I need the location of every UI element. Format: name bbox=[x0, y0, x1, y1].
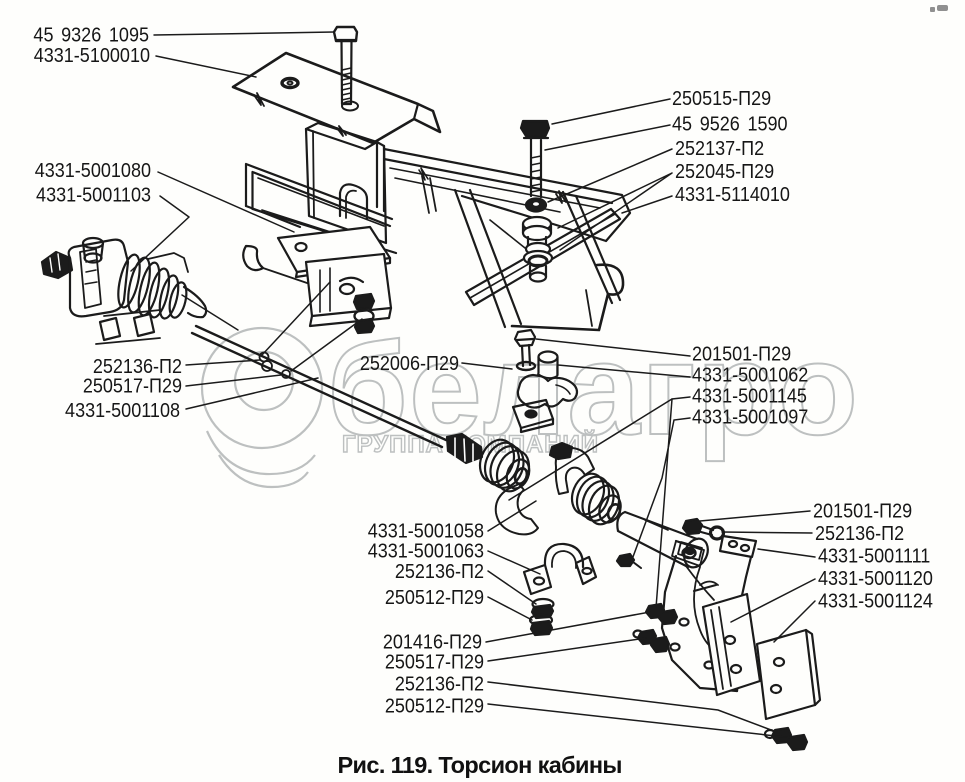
svg-text:250517-П29: 250517-П29 bbox=[385, 652, 484, 674]
svg-text:201501-П29: 201501-П29 bbox=[692, 344, 791, 366]
svg-text:4331-5001111: 4331-5001111 bbox=[818, 546, 930, 568]
svg-text:252136-П2: 252136-П2 bbox=[395, 561, 484, 583]
svg-text:Рис. 119. Торсион кабины: Рис. 119. Торсион кабины bbox=[338, 752, 623, 778]
svg-text:4331-5001124: 4331-5001124 bbox=[818, 591, 933, 613]
svg-text:250515-П29: 250515-П29 bbox=[672, 88, 771, 110]
svg-text:252045-П29: 252045-П29 bbox=[675, 161, 774, 183]
svg-text:252136-П2: 252136-П2 bbox=[93, 356, 182, 378]
svg-text:252136-П2: 252136-П2 bbox=[815, 523, 904, 545]
svg-text:252137-П2: 252137-П2 bbox=[675, 138, 764, 160]
svg-text:250512-П29: 250512-П29 bbox=[385, 587, 484, 609]
svg-text:45 9326 1095: 45 9326 1095 bbox=[33, 25, 149, 47]
svg-text:4331-5114010: 4331-5114010 bbox=[675, 184, 790, 206]
svg-text:250517-П29: 250517-П29 bbox=[83, 376, 182, 398]
svg-text:4331-5001108: 4331-5001108 bbox=[65, 400, 180, 422]
svg-text:4331-5001103: 4331-5001103 bbox=[36, 185, 151, 207]
svg-text:4331-5001058: 4331-5001058 bbox=[368, 521, 484, 543]
svg-text:252136-П2: 252136-П2 bbox=[395, 674, 484, 696]
svg-text:201501-П29: 201501-П29 bbox=[813, 501, 912, 523]
svg-text:201416-П29: 201416-П29 bbox=[383, 632, 482, 654]
svg-text:4331-5001062: 4331-5001062 bbox=[692, 365, 808, 387]
svg-text:4331-5001080: 4331-5001080 bbox=[35, 160, 151, 182]
svg-text:250512-П29: 250512-П29 bbox=[385, 696, 484, 718]
svg-text:белагро: белагро bbox=[327, 315, 858, 462]
svg-text:45 9526 1590: 45 9526 1590 bbox=[672, 114, 788, 136]
svg-text:4331-5100010: 4331-5100010 bbox=[34, 45, 150, 67]
svg-text:4331-5001120: 4331-5001120 bbox=[818, 568, 933, 590]
svg-text:4331-5001097: 4331-5001097 bbox=[692, 407, 808, 429]
svg-text:252006-П29: 252006-П29 bbox=[360, 353, 459, 375]
svg-text:4331-5001145: 4331-5001145 bbox=[692, 386, 807, 408]
svg-text:4331-5001063: 4331-5001063 bbox=[368, 541, 484, 563]
